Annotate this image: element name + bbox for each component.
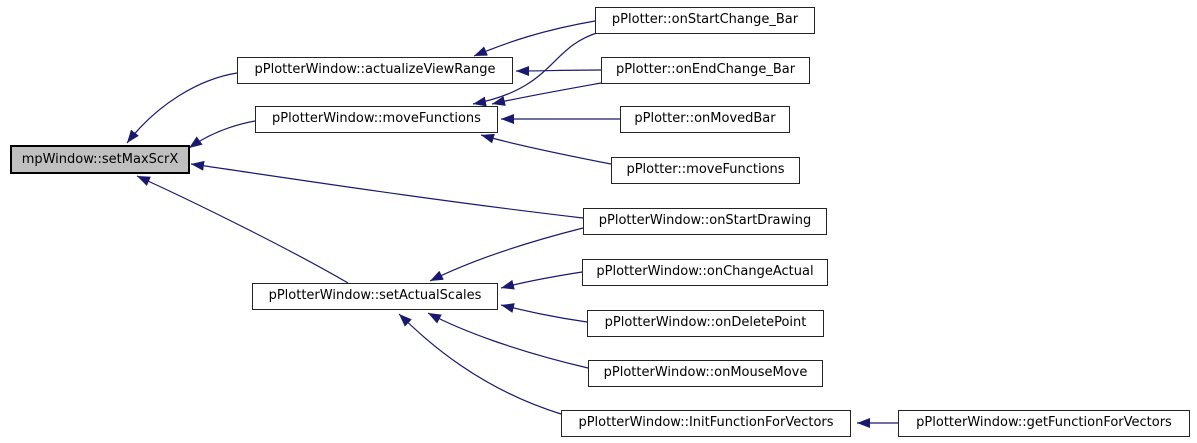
edge-onChangeActual-to-setActualScales — [500, 271, 583, 290]
edge-onEndChange_Bar-to-moveFunctions — [491, 82, 602, 106]
edge-moveFunctions-to-setMaxScrX — [188, 120, 256, 149]
node-onEndChange-Bar[interactable]: pPlotter::onEndChange_Bar — [601, 57, 810, 84]
edge-onStartChange_Bar-to-actualizeViewRange — [473, 20, 596, 57]
edge-setActualScales-to-setMaxScrX — [136, 175, 349, 284]
edge-onMouseMove-to-setActualScales — [427, 312, 589, 369]
node-onDeletePoint[interactable]: pPlotterWindow::onDeletePoint — [587, 310, 824, 337]
edge-onStartDrawing-to-setMaxScrX — [190, 160, 584, 219]
node-onStartChange-Bar[interactable]: pPlotter::onStartChange_Bar — [595, 7, 815, 34]
node-pPlotter-moveFunctions[interactable]: pPlotter::moveFunctions — [611, 157, 800, 184]
node-InitFunctionForVectors[interactable]: pPlotterWindow::InitFunctionForVectors — [561, 410, 851, 437]
edge-onStartDrawing-to-setActualScales — [429, 227, 584, 282]
node-onStartDrawing[interactable]: pPlotterWindow::onStartDrawing — [583, 208, 827, 235]
node-onMouseMove[interactable]: pPlotterWindow::onMouseMove — [588, 360, 823, 387]
edge-onDeletePoint-to-setActualScales — [500, 303, 588, 323]
edge-onEndChange_Bar-to-actualizeViewRange — [515, 65, 602, 76]
node-setMaxScrX[interactable]: mpWindow::setMaxScrX — [10, 145, 190, 174]
edge-InitFunctionForVectors-to-setActualScales — [398, 313, 562, 415]
node-moveFunctions[interactable]: pPlotterWindow::moveFunctions — [255, 106, 498, 133]
node-setActualScales[interactable]: pPlotterWindow::setActualScales — [252, 283, 498, 310]
node-getFunctionForVectors[interactable]: pPlotterWindow::getFunctionForVectors — [898, 410, 1190, 437]
node-onMovedBar[interactable]: pPlotter::onMovedBar — [620, 106, 790, 133]
edge-pPlotter-moveFunctions-to-moveFunctions — [480, 133, 612, 165]
edge-actualizeViewRange-to-setMaxScrX — [126, 72, 238, 144]
node-onChangeActual[interactable]: pPlotterWindow::onChangeActual — [582, 259, 828, 286]
node-actualizeViewRange[interactable]: pPlotterWindow::actualizeViewRange — [237, 57, 513, 84]
